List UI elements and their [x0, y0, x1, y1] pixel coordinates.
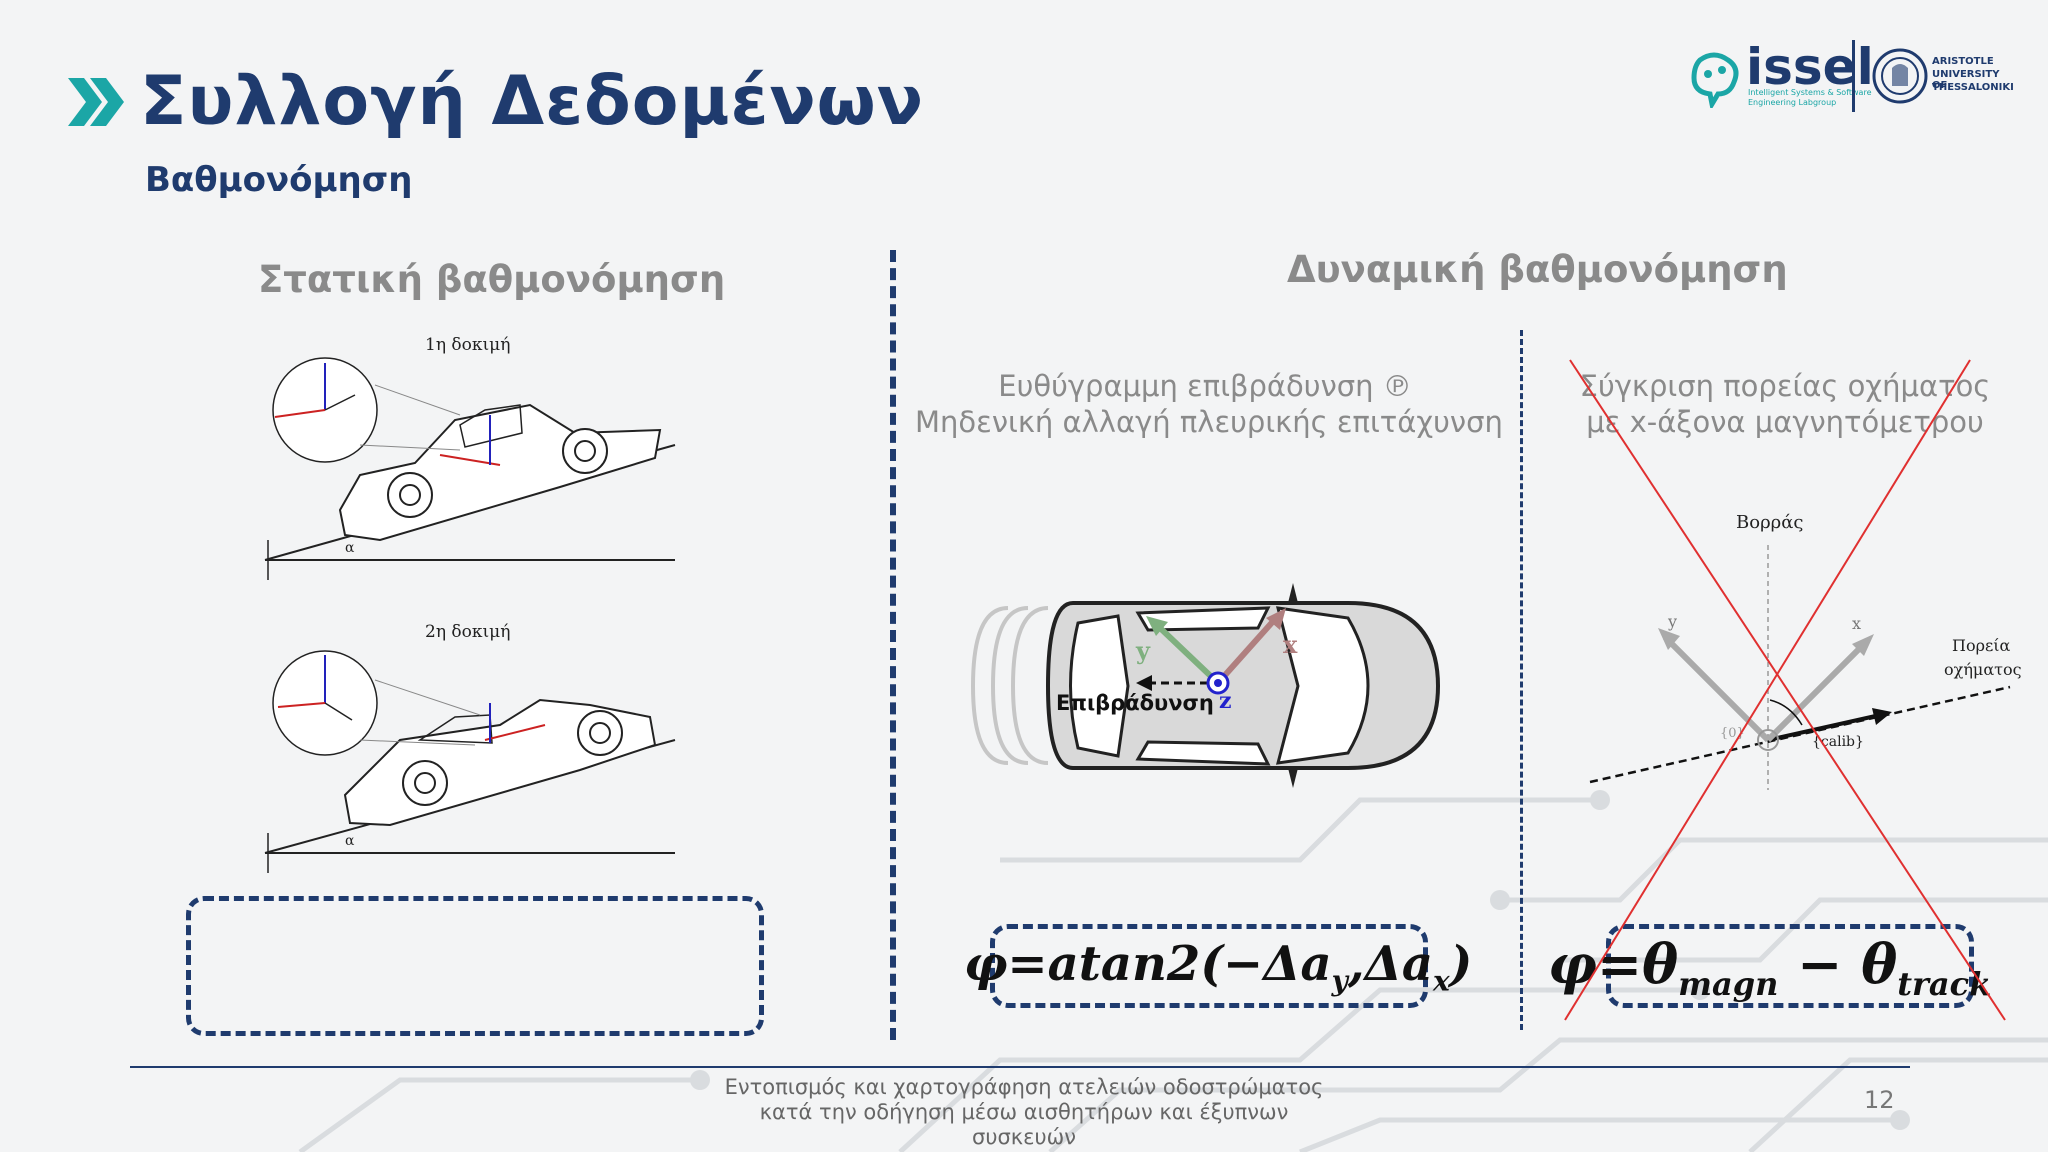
- heading-formula-sub-track: track: [1897, 964, 1992, 1003]
- decel-caption-1: Ευθύγραμμη επιβράδυνση ℗: [998, 369, 1412, 403]
- trial-1-label: 1η δοκιμή: [425, 335, 511, 355]
- decel-label: Επιβράδυνση: [1056, 691, 1214, 715]
- university-line-1: ARISTOTLE: [1932, 56, 1994, 67]
- rejected-method-cross: [1564, 359, 2006, 1021]
- lab-tagline-2: Engineering Labgroup: [1748, 98, 1837, 107]
- static-formula-placeholder: [186, 896, 764, 1036]
- car-incline-diagram-2: [264, 650, 676, 873]
- heading-comparison-diagram: [1589, 545, 2011, 790]
- heading-formula-sub-magn: magn: [1678, 964, 1779, 1003]
- footer-rule: [130, 1066, 1910, 1068]
- decel-formula-box: [990, 924, 1428, 1008]
- decel-formula-main: φ=atan2(−Δa: [964, 936, 1332, 992]
- footer-line-1: Εντοπισμός και χαρτογράφηση ατελειών οδο…: [724, 1075, 1324, 1099]
- logo-divider: [1852, 40, 1855, 112]
- dynamic-calibration-heading: Δυναμική βαθμονόμηση: [1287, 248, 1788, 291]
- north-label: Βορράς: [1736, 512, 1804, 533]
- university-seal-icon: [1872, 48, 1928, 104]
- heading-caption-1: Σύγκριση πορείας οχήματος: [1579, 369, 1991, 403]
- issel-logo: issel Intelligent Systems & Software Eng…: [1686, 38, 2014, 116]
- footer-line-2: κατά την οδήγηση μέσω αισθητήρων και έξυ…: [759, 1100, 1289, 1124]
- decel-formula-end: ): [1449, 936, 1473, 992]
- page-subtitle: Βαθμονόμηση: [145, 160, 413, 200]
- trial-2-label: 2η δοκιμή: [425, 622, 511, 642]
- decel-formula-sub-x: x: [1432, 964, 1450, 998]
- top-view-axis-z: z: [1219, 688, 1232, 714]
- page-title: Συλλογή Δεδομένων: [140, 62, 925, 141]
- subsection-divider: [1520, 330, 1523, 1030]
- title-chevron-icon: [68, 78, 124, 126]
- compass-axis-y: y: [1668, 612, 1678, 631]
- vehicle-heading-label-1: Πορεία: [1952, 636, 2011, 655]
- heading-formula-minus: − θ: [1778, 932, 1898, 996]
- decel-formula-mid: ,Δa: [1347, 936, 1433, 992]
- heading-caption-2: με x-άξονα μαγνητόμετρου: [1586, 405, 1984, 439]
- section-divider: [890, 250, 896, 1040]
- lab-tagline-1: Intelligent Systems & Software: [1748, 88, 1872, 97]
- vehicle-heading-label-2: οχήματος: [1944, 660, 2022, 679]
- decel-caption-2: Μηδενική αλλαγή πλευρικής επιτάχυνση: [915, 405, 1503, 439]
- university-line-2: UNIVERSITY OF: [1932, 69, 2000, 91]
- page-number: 12: [1864, 1086, 1895, 1114]
- decel-formula-sub-y: y: [1331, 964, 1348, 998]
- static-calibration-heading: Στατική βαθμονόμηση: [258, 258, 726, 301]
- heading-formula: φ=θmagn − θtrack: [1548, 932, 1991, 1003]
- angle-label-2: α: [345, 833, 355, 849]
- heading-formula-box: [1606, 924, 1974, 1008]
- angle-label-1: α: [345, 540, 355, 556]
- university-line-3: THESSALONIKI: [1932, 82, 2014, 93]
- brain-circuit-icon: [1691, 52, 1739, 108]
- footer-line-3: συσκευών: [972, 1125, 1076, 1149]
- car-incline-diagram-1: [264, 357, 676, 580]
- compass-axis-x: x: [1852, 614, 1862, 633]
- top-view-axis-y: y: [1136, 636, 1150, 665]
- top-view-axis-x: x: [1283, 630, 1298, 659]
- decel-formula: φ=atan2(−Δay,Δax): [964, 936, 1472, 998]
- top-view-car-diagram: [970, 583, 1441, 788]
